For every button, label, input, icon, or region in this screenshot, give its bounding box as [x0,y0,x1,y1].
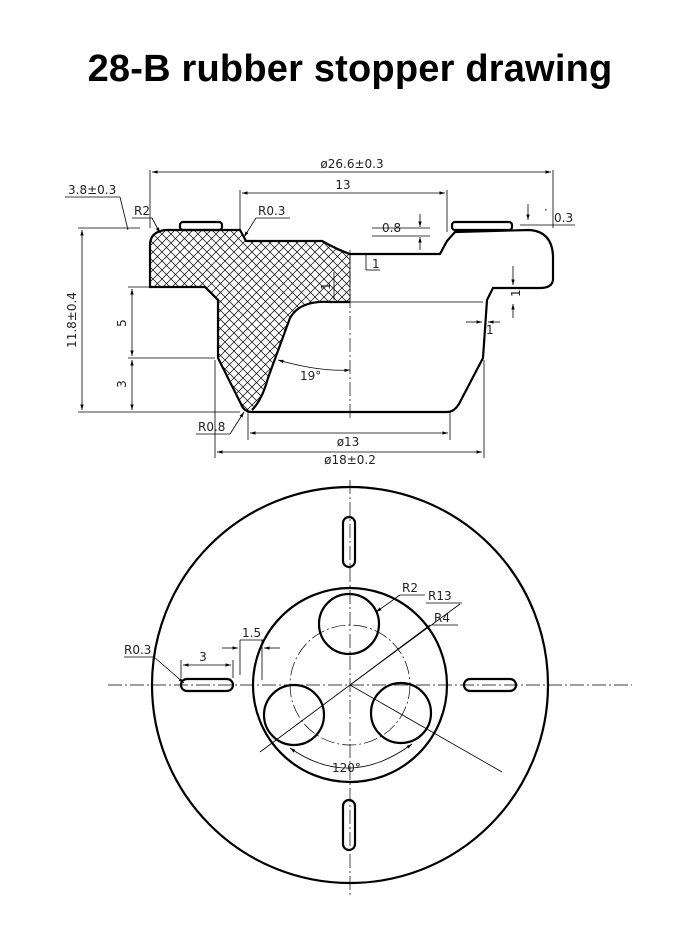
cavity-profile [251,300,350,411]
dim-plug-height: 5 [115,319,129,327]
left-rib [178,220,224,232]
dim-overall-height: 11.8±0.4 [65,292,79,348]
dim-slot-length: 3 [199,650,207,664]
dim-top-width: 13 [335,178,350,192]
dim-tip-radius: R0.8 [198,420,225,434]
dim-taper-angle: 19° [300,369,321,383]
dim-small-radius: R0.3 [258,204,285,218]
slot-top [341,515,357,569]
outer-circle [150,485,550,885]
dim-bottom-diameter: ø13 [337,435,360,449]
section-hatch [150,230,350,411]
right-rib [450,220,514,232]
hole-right [369,681,433,745]
page-title: 28-B rubber stopper drawing [87,48,613,90]
dim-pitch-radius: R13 [428,589,452,603]
slot-left [179,677,235,693]
section-view: ø26.6±0.3 13 3.8±0.3 R2 R0.3 0.8 0.3 · 1 [65,157,575,467]
dim-corner-radius: R2 [134,204,150,218]
dim-side-step: 1 [509,289,523,297]
dim-hole-arc-radius: R4 [434,611,450,625]
svg-text:·: · [544,203,548,217]
inner-circle [251,586,449,784]
dim-tip-height: 3 [115,380,129,388]
hole-left [262,683,326,747]
dim-hole-angle: 120° [332,761,361,775]
hole-top [317,592,381,656]
dim-side-offset: 1 [486,323,494,337]
dim-overall-diameter: ø26.6±0.3 [320,157,383,171]
dim-hole-radius: R2 [402,581,418,595]
slot-right [462,677,518,693]
dim-plug-diameter: ø18±0.2 [324,453,376,467]
svg-text:1: 1 [319,282,333,290]
dim-flange-thickness: 3.8±0.3 [68,183,116,197]
dim-slot-width: 1.5 [242,626,261,640]
dim-slot-radius: R0.3 [124,643,151,657]
dim-groove-depth: 0.8 [382,221,401,235]
slot-bottom [341,798,357,852]
dim-step-one: 1 [372,257,380,271]
top-view: 120° R2 R13 R4 R0.3 3 1.5 [108,480,632,896]
dim-edge-thickness: 0.3 [554,211,573,225]
